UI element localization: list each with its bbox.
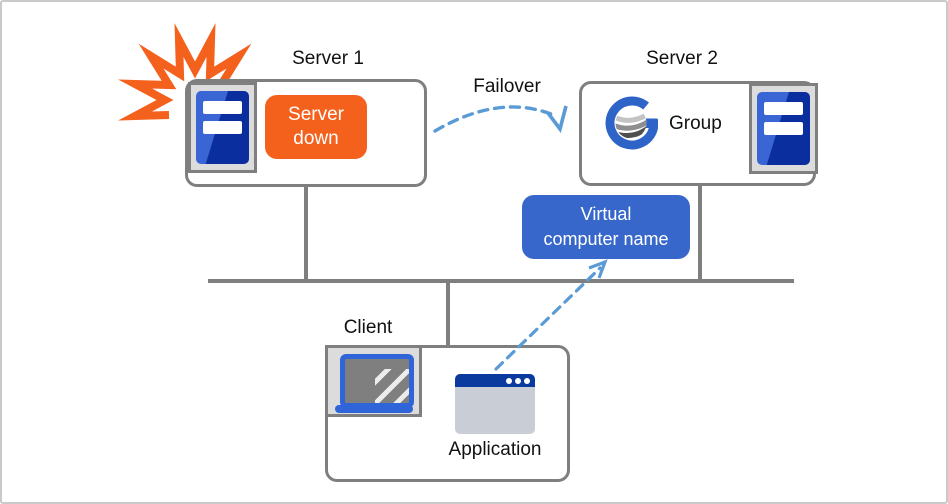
client-network-link bbox=[446, 282, 450, 346]
application-window-icon bbox=[455, 374, 535, 434]
failover-label: Failover bbox=[473, 76, 541, 97]
server-slot bbox=[764, 122, 803, 135]
group-icon bbox=[605, 96, 659, 150]
server-tower-body bbox=[196, 91, 249, 164]
server2-label: Server 2 bbox=[646, 48, 718, 69]
client-to-virtual-arrow bbox=[494, 259, 608, 371]
client-label: Client bbox=[343, 317, 393, 338]
virtual-name-line2: computer name bbox=[543, 229, 669, 249]
server2-network-link bbox=[698, 185, 702, 280]
server1-network-link bbox=[304, 187, 308, 280]
titlebar-dot bbox=[506, 378, 512, 384]
server1-label: Server 1 bbox=[292, 48, 364, 69]
server-tower-icon bbox=[188, 82, 257, 173]
server-tower-icon bbox=[749, 83, 818, 174]
titlebar-dot bbox=[515, 378, 521, 384]
application-titlebar bbox=[455, 374, 535, 387]
network-bus-line bbox=[208, 279, 794, 283]
virtual-name-line1: Virtual bbox=[580, 204, 632, 224]
laptop-icon bbox=[325, 345, 422, 417]
server-tower-body bbox=[757, 92, 810, 165]
group-label: Group bbox=[669, 113, 722, 134]
titlebar-dot bbox=[524, 378, 530, 384]
virtual-computer-name-badge: Virtual computer name bbox=[522, 195, 690, 259]
server-slot bbox=[203, 121, 242, 134]
server-slot bbox=[764, 102, 803, 115]
server-slot bbox=[203, 101, 242, 114]
server-down-badge: Server down bbox=[265, 95, 367, 159]
failover-arrow bbox=[433, 105, 568, 134]
laptop-base bbox=[335, 405, 413, 413]
application-label: Application bbox=[448, 439, 542, 460]
